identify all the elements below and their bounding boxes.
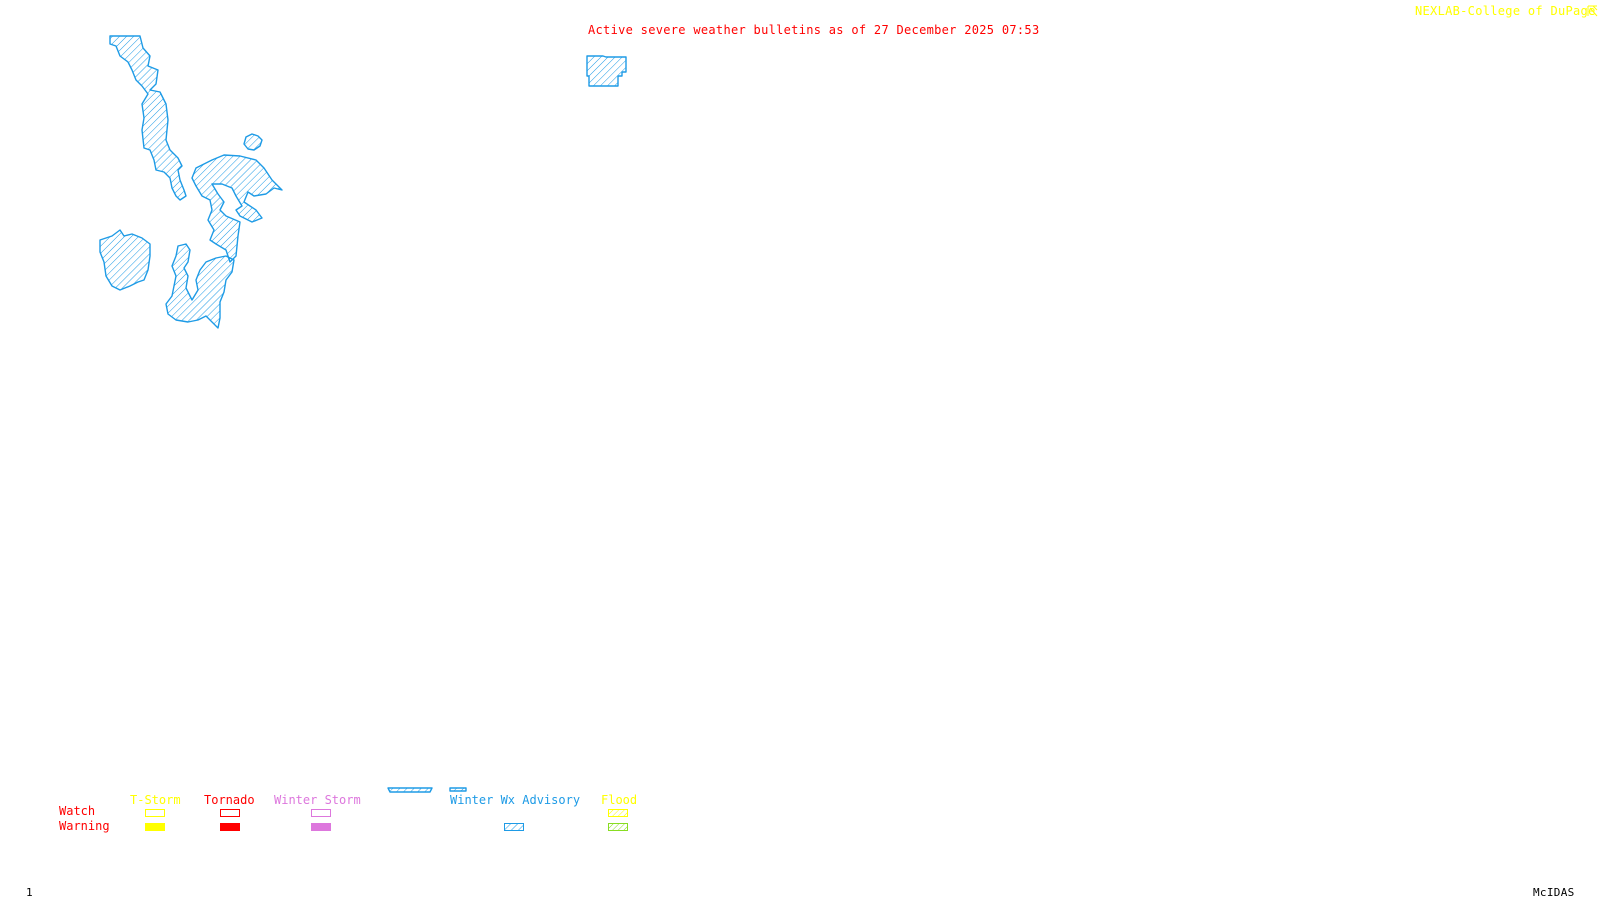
legend-tornado-label: Tornado xyxy=(204,793,255,807)
legend-flood-label: Flood xyxy=(601,793,638,807)
advisory-polygon[interactable] xyxy=(586,55,627,87)
legend-tstorm-label: T-Storm xyxy=(130,793,181,807)
legend-row-warning: Warning xyxy=(59,819,110,833)
advisory-polygon-fragment[interactable] xyxy=(387,787,433,793)
legend-flood-warning-swatch xyxy=(608,823,628,831)
advisory-polygon[interactable] xyxy=(109,35,187,201)
legend-winter-storm-watch-swatch xyxy=(311,809,331,817)
page-title: Active severe weather bulletins as of 27… xyxy=(588,23,1040,37)
advisory-polygon[interactable] xyxy=(243,133,263,151)
advisory-polygon[interactable] xyxy=(191,154,283,263)
legend-winter-storm-label: Winter Storm xyxy=(274,793,361,807)
advisory-polygon[interactable] xyxy=(165,243,235,329)
legend-winter-wx-advisory-warning-swatch xyxy=(504,823,524,831)
legend-winter-storm-warning-swatch xyxy=(311,823,331,831)
legend-row-watch: Watch xyxy=(59,804,96,818)
advisory-polygon[interactable] xyxy=(99,229,151,291)
advisory-polygon-fragment[interactable] xyxy=(449,787,467,792)
legend-flood-watch-swatch xyxy=(608,809,628,817)
software-label: McIDAS xyxy=(1533,886,1575,899)
legend-winter-wx-advisory-label: Winter Wx Advisory xyxy=(450,793,581,807)
corner-logo-icon xyxy=(1587,5,1598,17)
credit-label: NEXLAB-College of DuPage xyxy=(1415,4,1596,18)
frame-number: 1 xyxy=(26,886,33,899)
legend-tstorm-watch-swatch xyxy=(145,809,165,817)
legend-tornado-warning-swatch xyxy=(220,823,240,831)
legend-tornado-watch-swatch xyxy=(220,809,240,817)
legend-tstorm-warning-swatch xyxy=(145,823,165,831)
